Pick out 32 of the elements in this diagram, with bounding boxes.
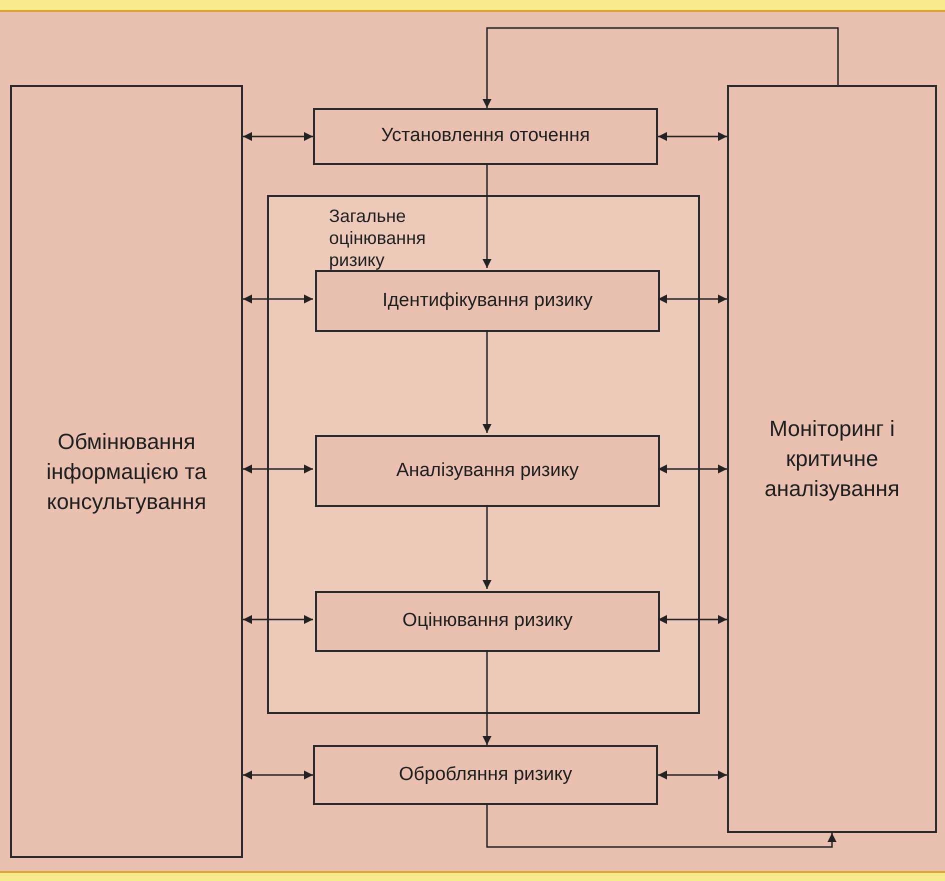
box-label: Оцінювання ризику: [402, 609, 573, 634]
side-process-box: [10, 85, 243, 858]
arrow: [482, 505, 492, 589]
arrow: [482, 650, 492, 745]
arrow: [243, 464, 313, 474]
group-title: Загальне оцінювання ризику: [329, 205, 427, 271]
arrow: [482, 165, 492, 268]
box-label: Аналізування ризику: [396, 458, 579, 483]
arrow: [243, 294, 313, 304]
arrow: [658, 294, 727, 304]
box-label: Моніторинг і критичне аналізування: [763, 415, 901, 503]
process-box: [313, 108, 658, 165]
process-box: [315, 435, 660, 507]
arrow: [243, 770, 313, 780]
arrow: [658, 132, 727, 141]
arrow: [658, 615, 727, 624]
arrow: [482, 27, 839, 108]
box-label: Установлення оточення: [381, 124, 590, 148]
process-box: [315, 270, 660, 332]
group-frame: [267, 195, 700, 714]
arrow: [243, 615, 313, 624]
box-label: Ідентифікування ризику: [382, 288, 593, 313]
arrow: [658, 770, 727, 780]
side-process-box: [727, 85, 937, 833]
box-label: Обмінювання інформацією та консультування: [45, 428, 208, 516]
arrow: [658, 464, 727, 474]
box-label: Обробляння ризику: [398, 762, 572, 787]
arrow: [243, 132, 313, 141]
process-box: [313, 745, 658, 805]
process-box: [315, 591, 660, 652]
arrow: [486, 805, 836, 848]
arrow: [482, 330, 492, 433]
